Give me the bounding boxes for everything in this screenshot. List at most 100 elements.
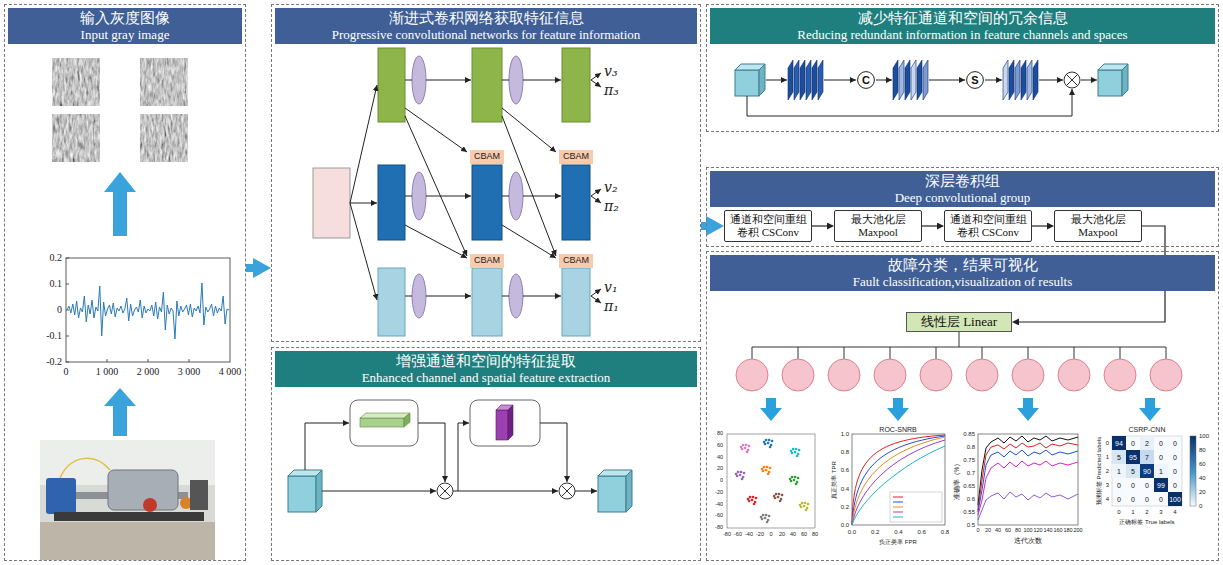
cross-arrow [502, 116, 556, 256]
flow-line [876, 80, 892, 81]
feature-cube [626, 470, 632, 512]
feature-block [378, 268, 405, 336]
feature-block [562, 165, 590, 240]
feature-block [472, 48, 502, 122]
scatter-cluster [791, 449, 799, 456]
feature-slice [1033, 60, 1038, 100]
tick-label: 1 [1131, 509, 1134, 515]
feature-slice [899, 60, 904, 100]
cross-arrow [405, 108, 467, 152]
panel-header-band: 输入灰度图像Input gray image [8, 8, 242, 44]
tick-label: 0.65 [963, 483, 975, 489]
cell-value: 0 [1159, 440, 1163, 447]
cell-value: 0 [1145, 482, 1149, 489]
roc-curve [852, 436, 945, 525]
photo-table [40, 522, 215, 560]
cell-value: 0 [1159, 454, 1163, 461]
row-arrow [523, 296, 561, 297]
output-symbol: π₂ [604, 199, 619, 213]
tick-label: 40 [790, 532, 796, 538]
scatter-cluster [790, 477, 798, 484]
scatter-cluster [800, 503, 808, 510]
neuron [1058, 359, 1090, 391]
tick-label: 0.0 [848, 529, 856, 535]
tick-label: 60 [717, 443, 723, 449]
tick-label: 60 [1005, 528, 1011, 534]
neuron [782, 359, 814, 391]
process-label: 通道和空间重组卷积 CSConv [948, 213, 1028, 239]
neuron [1104, 359, 1136, 391]
row-arrow [523, 80, 561, 81]
channel-slab [404, 413, 410, 427]
motor [46, 478, 76, 514]
redundancy-module [735, 60, 1128, 116]
tick-label: 0 [720, 478, 723, 484]
matrix-cell [1140, 450, 1154, 464]
feature-cube [1122, 64, 1128, 96]
cbam-tag: CBAM [559, 150, 593, 164]
feature-block [472, 165, 502, 240]
progressive-network [313, 48, 601, 336]
base-plate [54, 512, 204, 521]
cross-arrow [502, 108, 556, 152]
output-neurons [736, 328, 1182, 421]
channel-slab [360, 418, 404, 427]
process-box: 最大池化层 Maxpool [834, 210, 922, 242]
cell-value: 7 [1145, 454, 1149, 461]
scatter-cluster [762, 467, 770, 474]
bearing-housing [108, 470, 178, 510]
tick-label: 200 [1073, 528, 1082, 534]
plot-frame [978, 434, 1078, 525]
feature-block [562, 48, 590, 122]
conv-unit [412, 172, 426, 220]
tick-label: -80 [723, 532, 731, 538]
output-arrow [591, 289, 601, 296]
flow-line [766, 80, 787, 81]
multiply-symbol [1064, 72, 1080, 88]
gray-image [52, 58, 100, 106]
tick-label: -60 [715, 514, 723, 520]
feature-stack [1003, 60, 1038, 100]
accuracy-curve [978, 461, 1078, 515]
tick-label: 0.2 [871, 529, 879, 535]
tick-label: 0 [769, 532, 772, 538]
gray-image [140, 114, 188, 162]
panel-heading: 增强通道和空间的特征提取 [277, 352, 695, 370]
matrix-cell [1112, 450, 1126, 464]
tick-label: 3 [1106, 482, 1109, 488]
tick-label: 0.2 [50, 253, 63, 263]
cell-value: 0 [1131, 496, 1135, 503]
output-arrow [591, 73, 601, 80]
feature-slice [911, 60, 916, 100]
tick-label: 0.6 [967, 496, 975, 502]
channel-attention-box [350, 400, 418, 446]
cell-value: 0 [1173, 454, 1177, 461]
feature-cube [288, 476, 316, 512]
color-bar [1190, 436, 1196, 506]
feature-slice [893, 60, 898, 100]
tick-label: 0.4 [894, 529, 902, 535]
cell-value: 0 [1173, 482, 1177, 489]
tick-label: 2 [1106, 468, 1109, 474]
cell-value: 0 [1173, 440, 1177, 447]
tick-label: 100 [1199, 433, 1209, 439]
multiply-symbol [437, 483, 453, 499]
panel-header-band: 故障分类，结果可视化Fault classification,visualiza… [710, 255, 1215, 291]
tick-label: 1 [1106, 454, 1109, 460]
cell-value: 95 [1129, 454, 1137, 461]
feature-slice [788, 60, 793, 100]
gray-image [52, 114, 100, 162]
accuracy-curve [978, 492, 1078, 520]
tick-label: 2 000 [137, 367, 160, 377]
tick-label: 0.8 [967, 444, 975, 450]
roc-curve [852, 446, 945, 525]
flow-arrow [760, 398, 782, 421]
feature-slice [794, 60, 799, 100]
axis-title: 负正类率 FPR [879, 539, 917, 545]
attention-panel: 增强通道和空间的特征提取Enhanced channel and spatial… [271, 347, 701, 561]
operator-outline [967, 72, 984, 89]
branch-arrow [350, 203, 377, 300]
attention-module [288, 400, 632, 512]
tick-label: 100 [1023, 528, 1032, 534]
